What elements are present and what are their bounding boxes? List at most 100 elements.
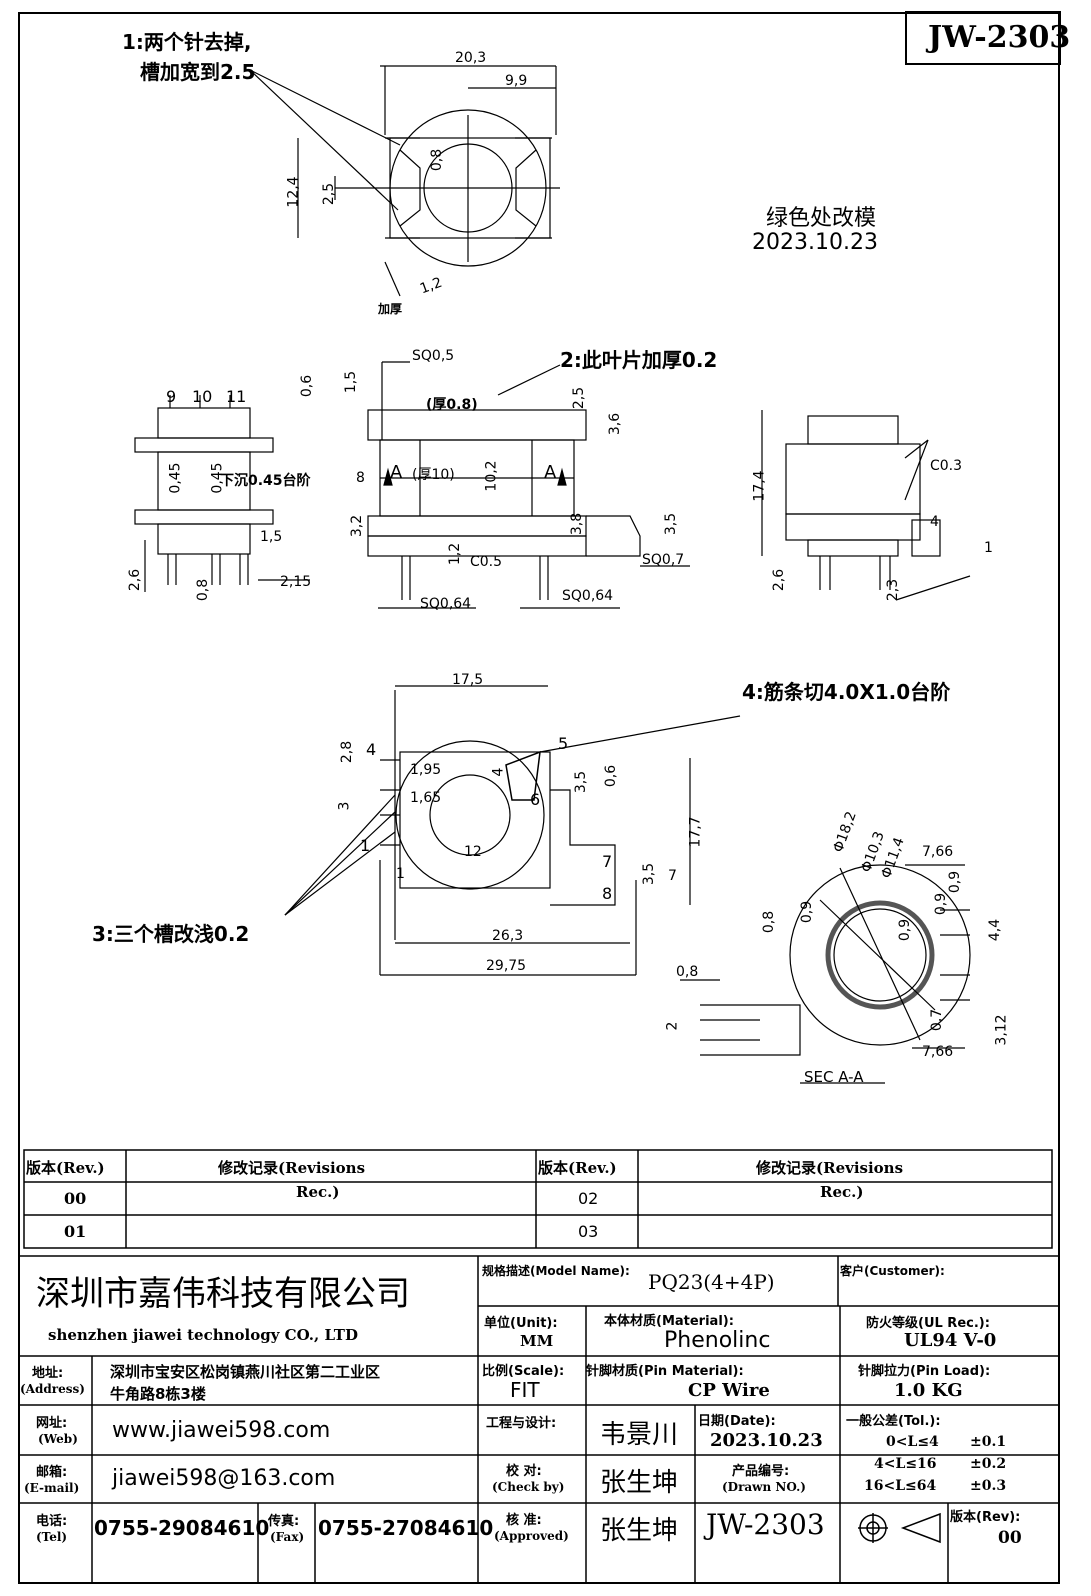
pin-11: 11 xyxy=(226,387,247,406)
note-4: 4:筋条切4.0X1.0台阶 xyxy=(742,680,951,704)
dim-20-3: 20,3 xyxy=(455,50,487,66)
sink-label: 下沉0.45台阶 xyxy=(220,473,311,489)
dim-2-6-left: 2,6 xyxy=(127,568,144,592)
dim-sq0-5: SQ0,5 xyxy=(412,348,455,364)
telephone: 0755-29084610 xyxy=(94,1516,270,1540)
note-2: 2:此叶片加厚0.2 xyxy=(560,348,718,372)
unit: MM xyxy=(520,1332,554,1350)
tolerance-range-2: 4<L≤16 xyxy=(874,1456,937,1472)
approve-label: 核 准: xyxy=(506,1513,542,1528)
dim-0-6-front: 0,6 xyxy=(299,374,316,398)
check-label: 校 对: xyxy=(506,1464,542,1479)
pin-load: 1.0 KG xyxy=(894,1380,963,1401)
material-label: 本体材质(Material): xyxy=(604,1314,734,1329)
thick-0-8: (厚0.8) xyxy=(426,397,478,413)
dim-sq0-64-left: SQ0,64 xyxy=(420,596,472,612)
pin-5: 5 xyxy=(558,734,569,753)
dim-8: 8 xyxy=(356,470,365,486)
dim-0-8-left: 0,8 xyxy=(195,578,212,602)
section-mark-a-right: A xyxy=(544,462,557,483)
dim-0-8: 0,8 xyxy=(429,148,446,172)
address-line-1: 深圳市宝安区松岗镇燕川社区第二工业区 xyxy=(110,1363,381,1381)
email-label-en: (E-mail) xyxy=(24,1481,80,1495)
rev-00: 00 xyxy=(64,1189,87,1208)
rec-00: Rec.) xyxy=(296,1183,340,1201)
email: jiawei598@163.com xyxy=(112,1466,336,1491)
model-label: 规格描述(Model Name): xyxy=(482,1264,630,1278)
dim-1-65: 1,65 xyxy=(410,790,442,806)
dim-1-5-front: 1,5 xyxy=(343,370,360,394)
dim-3-5-front: 3,5 xyxy=(663,512,680,536)
note-1-line-1: 1:两个针去掉, xyxy=(122,30,252,54)
revisions-header-left: 修改记录(Revisions xyxy=(218,1159,366,1177)
dim-0-9-d: 0,9 xyxy=(897,918,914,942)
design-label: 工程与设计: xyxy=(486,1416,557,1431)
tolerance-value-3: ±0.3 xyxy=(970,1478,1007,1494)
pin-material: CP Wire xyxy=(688,1380,770,1401)
scale: FIT xyxy=(510,1378,540,1402)
front-view xyxy=(367,361,690,609)
check-label-en: (Check by) xyxy=(492,1480,565,1494)
dim-0-9-a: 0,9 xyxy=(933,892,950,916)
material: Phenolinc xyxy=(664,1328,771,1353)
dim-26-3: 26,3 xyxy=(492,928,524,944)
dim-0-7: 0,7 xyxy=(929,1008,946,1032)
title-block-grid xyxy=(18,1255,1060,1584)
dim-17-4: 17,4 xyxy=(751,470,768,502)
pin-material-label: 针脚材质(Pin Material): xyxy=(586,1364,744,1379)
fax: 0755-27084610 xyxy=(318,1516,494,1540)
dim-0-6-bottom: 0,6 xyxy=(603,764,620,788)
dim-1-5: 1,5 xyxy=(260,529,283,545)
dim-12-4: 12,4 xyxy=(285,176,302,208)
revision-table-grid xyxy=(23,1149,1053,1249)
chamfer-c0-3: C0.3 xyxy=(930,458,963,474)
drawing-number-label: 产品编号: xyxy=(732,1464,790,1479)
pin-8: 8 xyxy=(602,884,613,903)
approver-name: 张生坤 xyxy=(600,1516,679,1546)
email-label: 邮箱: xyxy=(36,1465,68,1480)
address-label-en: (Address) xyxy=(20,1382,85,1396)
dim-2-8: 2,8 xyxy=(339,740,356,764)
dim-3-5-bottom-a: 3,5 xyxy=(573,770,590,794)
rev-header-right: 版本(Rev.) xyxy=(538,1159,617,1177)
right-side-view xyxy=(761,410,971,601)
website: www.jiawei598.com xyxy=(112,1418,331,1443)
date: 2023.10.23 xyxy=(710,1430,823,1451)
web-label: 网址: xyxy=(36,1416,68,1431)
ul-label: 防火等级(UL Rec.): xyxy=(866,1316,990,1331)
date-label: 日期(Date): xyxy=(698,1414,776,1429)
dim-3-6: 3,6 xyxy=(607,412,624,436)
revision-label: 版本(Rev): xyxy=(950,1510,1021,1525)
scale-label: 比例(Scale): xyxy=(482,1364,565,1379)
fax-label-en: (Fax) xyxy=(270,1530,305,1544)
address-line-2: 牛角路8栋3楼 xyxy=(110,1385,206,1403)
dim-3-8: 3,8 xyxy=(569,512,586,536)
dim-2-sec: 2 xyxy=(664,1021,681,1031)
dim-3-12: 3,12 xyxy=(993,1014,1010,1046)
dim-sq0-64-right: SQ0,64 xyxy=(562,588,614,604)
company-name-cn: 深圳市嘉伟科技有限公司 xyxy=(36,1274,410,1314)
model-name: PQ23(4+4P) xyxy=(648,1270,775,1294)
dim-1-bottom: 1 xyxy=(396,866,405,882)
customer-label: 客户(Customer): xyxy=(840,1264,945,1278)
chamfer-c0-5: C0.5 xyxy=(470,554,503,570)
dim-3-5-bottom-b: 3,5 xyxy=(641,862,658,886)
bottom-view xyxy=(284,685,741,976)
rec-02: Rec.) xyxy=(820,1183,864,1201)
dim-2-3: 2,3 xyxy=(885,578,902,602)
rev-01: 01 xyxy=(64,1222,87,1241)
dim-0-9-b: 0,9 xyxy=(947,870,964,894)
drawing-sheet xyxy=(18,12,1060,1584)
tolerance-label: 一般公差(Tol.): xyxy=(846,1414,941,1429)
dim-17-5: 17,5 xyxy=(452,672,484,688)
dim-0-45-a: 0,45 xyxy=(167,462,184,494)
tolerance-range-1: 0<L≤4 xyxy=(886,1434,939,1450)
dim-2-15: 2,15 xyxy=(280,574,312,590)
dim-1-right: 1 xyxy=(984,540,993,556)
dim-3-2: 3,2 xyxy=(349,514,366,538)
unit-label: 单位(Unit): xyxy=(484,1316,558,1331)
tolerance-value-2: ±0.2 xyxy=(970,1456,1007,1472)
note-3: 3:三个槽改浅0.2 xyxy=(92,922,250,946)
dim-7: 7 xyxy=(668,868,677,884)
top-view xyxy=(249,65,560,297)
